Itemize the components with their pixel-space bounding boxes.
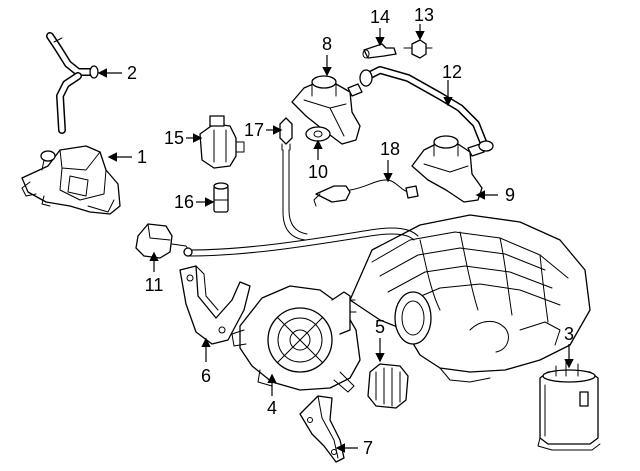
- mounting-bracket-lower: [299, 395, 345, 463]
- small-valve: [403, 39, 433, 59]
- callout-14: 14: [370, 7, 390, 27]
- solenoid-sensor: [135, 223, 193, 259]
- callout-2: 2: [127, 63, 137, 83]
- callout-5: 5: [375, 317, 385, 337]
- callout-8: 8: [322, 34, 332, 54]
- plug-cap: [213, 182, 229, 213]
- callout-10: 10: [308, 162, 328, 182]
- callout-12: 12: [442, 62, 462, 82]
- hose-part: [46, 32, 99, 134]
- mounting-bracket-left: [179, 265, 251, 345]
- callout-3: 3: [564, 324, 574, 344]
- leader-lines: [97, 24, 574, 453]
- small-tube: [362, 43, 397, 59]
- oxygen-sensor: [313, 179, 419, 207]
- callout-13: 13: [414, 5, 434, 25]
- vacuum-hose: [189, 227, 419, 251]
- hose-fitting: [279, 117, 293, 151]
- callout-6: 6: [201, 366, 211, 386]
- air-pump: [231, 285, 361, 393]
- callout-9: 9: [505, 185, 515, 205]
- callout-1: 1: [137, 147, 147, 167]
- connector-part: [367, 363, 409, 409]
- air-pipe: [359, 66, 494, 152]
- air-control-valve: [21, 145, 121, 215]
- callout-7: 7: [363, 438, 373, 458]
- engine-illustration: [341, 214, 591, 383]
- callout-labels: 1 2 3 4 5 6 7 8 9 10 11 12 13 14 15 16 1…: [127, 5, 574, 458]
- callout-15: 15: [164, 128, 184, 148]
- vapor-canister: [537, 361, 601, 451]
- callout-4: 4: [267, 398, 277, 418]
- callout-17: 17: [244, 120, 264, 140]
- vacuum-hose-vertical: [282, 149, 306, 241]
- callout-11: 11: [145, 275, 164, 295]
- gasket: [305, 126, 331, 142]
- callout-16: 16: [174, 192, 194, 212]
- callout-18: 18: [380, 139, 400, 159]
- check-valve-right: [411, 135, 485, 203]
- vacuum-solenoid: [199, 115, 245, 169]
